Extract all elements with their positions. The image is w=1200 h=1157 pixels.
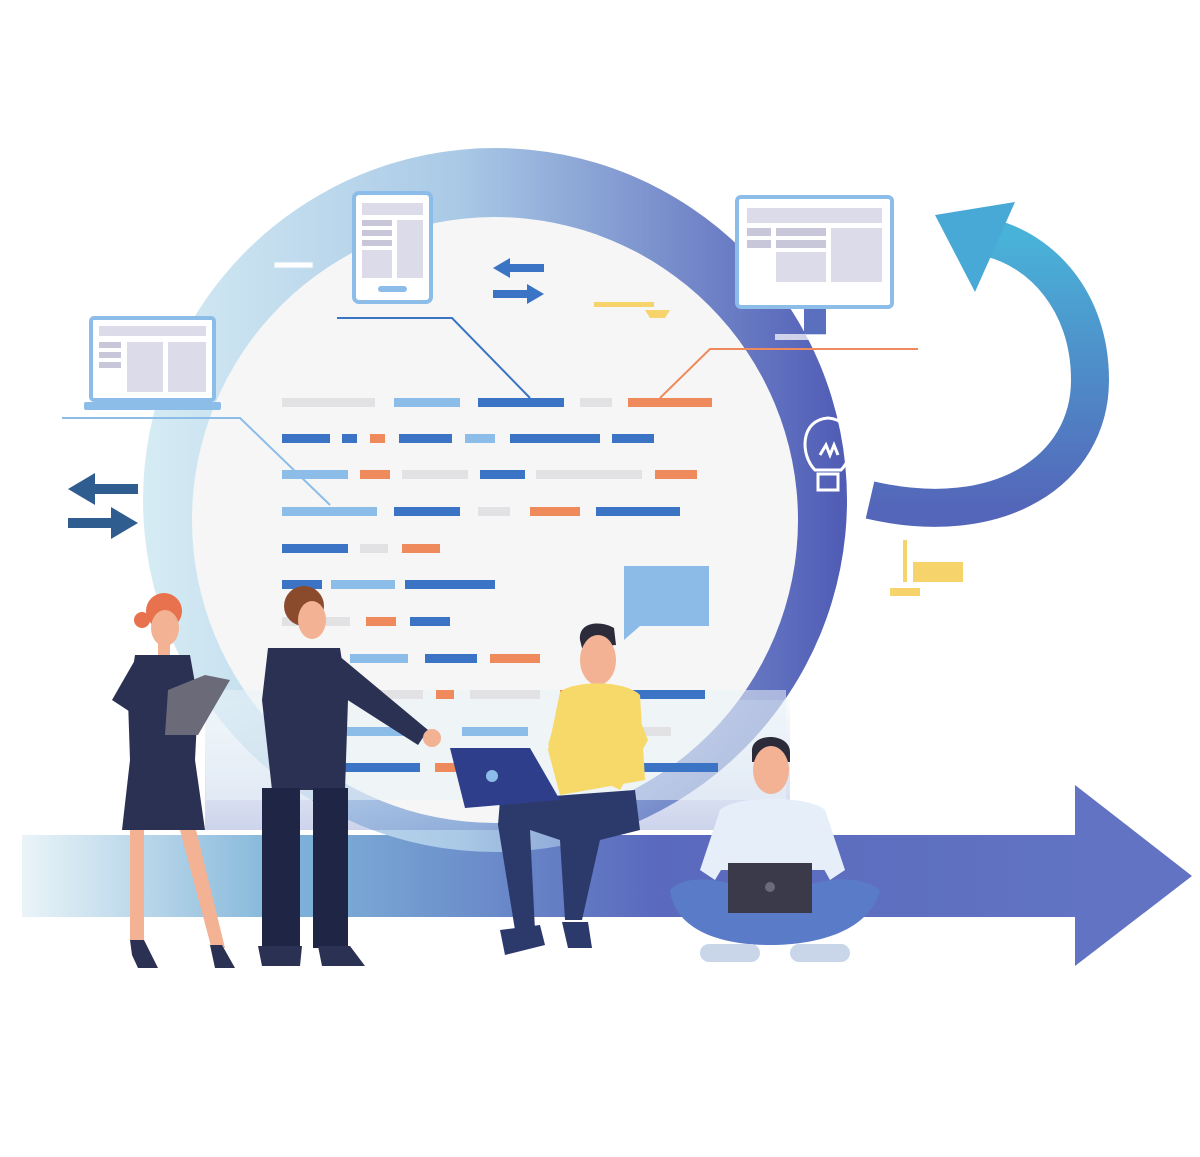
man-cross-legged-with-laptop bbox=[670, 737, 880, 962]
man-pointing bbox=[258, 586, 441, 966]
swap-arrows-icon bbox=[68, 473, 138, 539]
chat-bubble-icon bbox=[624, 566, 709, 640]
note-marks-right bbox=[890, 540, 963, 596]
cycle-arrow-icon bbox=[865, 202, 1110, 527]
woman-with-tablet bbox=[112, 593, 235, 968]
connector-lines bbox=[62, 317, 918, 506]
note-marks-top bbox=[594, 302, 670, 318]
man-sitting-with-laptop bbox=[450, 623, 648, 955]
laptop-icon bbox=[84, 316, 221, 410]
swap-arrows-icon bbox=[493, 258, 544, 304]
monitor-icon bbox=[735, 195, 894, 340]
lightbulb-icon bbox=[803, 416, 853, 492]
tablet-icon bbox=[352, 191, 433, 304]
